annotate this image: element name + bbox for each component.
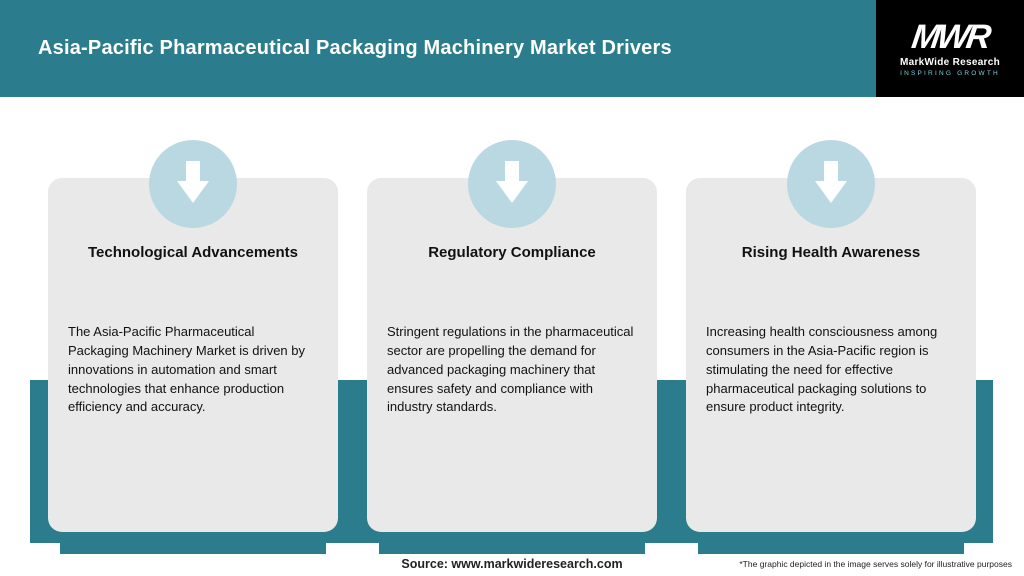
driver-card-rising-health-awareness: Rising Health Awareness Increasing healt… [686, 178, 976, 532]
card-body-text: The Asia-Pacific Pharmaceutical Packagin… [68, 324, 305, 415]
card-body-text: Stringent regulations in the pharmaceuti… [387, 324, 634, 415]
down-arrow-icon [812, 159, 850, 210]
source-attribution: Source: www.markwideresearch.com [401, 557, 623, 571]
card-shadow-tab [379, 532, 645, 554]
driver-card-technological-advancements: Technological Advancements The Asia-Paci… [48, 178, 338, 532]
card-body-text: Increasing health consciousness among co… [706, 324, 938, 415]
logo-tagline: INSPIRING GROWTH [900, 70, 1000, 77]
down-arrow-badge [149, 140, 237, 228]
disclaimer-note: *The graphic depicted in the image serve… [739, 559, 1012, 569]
card-title: Rising Health Awareness [741, 244, 921, 261]
logo-name: MarkWide Research [899, 57, 1001, 68]
logo-monogram-icon: MWR [909, 18, 991, 56]
page-title: Asia-Pacific Pharmaceutical Packaging Ma… [38, 37, 672, 59]
card-title: Regulatory Compliance [428, 244, 596, 261]
card-shadow-tab [60, 532, 326, 554]
markwide-research-logo: MWR MarkWide Research INSPIRING GROWTH [876, 0, 1024, 97]
down-arrow-icon [493, 159, 531, 210]
down-arrow-badge [787, 140, 875, 228]
driver-card-regulatory-compliance: Regulatory Compliance Stringent regulati… [367, 178, 657, 532]
down-arrow-icon [174, 159, 212, 210]
card-title: Technological Advancements [87, 244, 299, 261]
card-shadow-tab [698, 532, 964, 554]
header-banner: Asia-Pacific Pharmaceutical Packaging Ma… [0, 0, 1024, 97]
down-arrow-badge [468, 140, 556, 228]
